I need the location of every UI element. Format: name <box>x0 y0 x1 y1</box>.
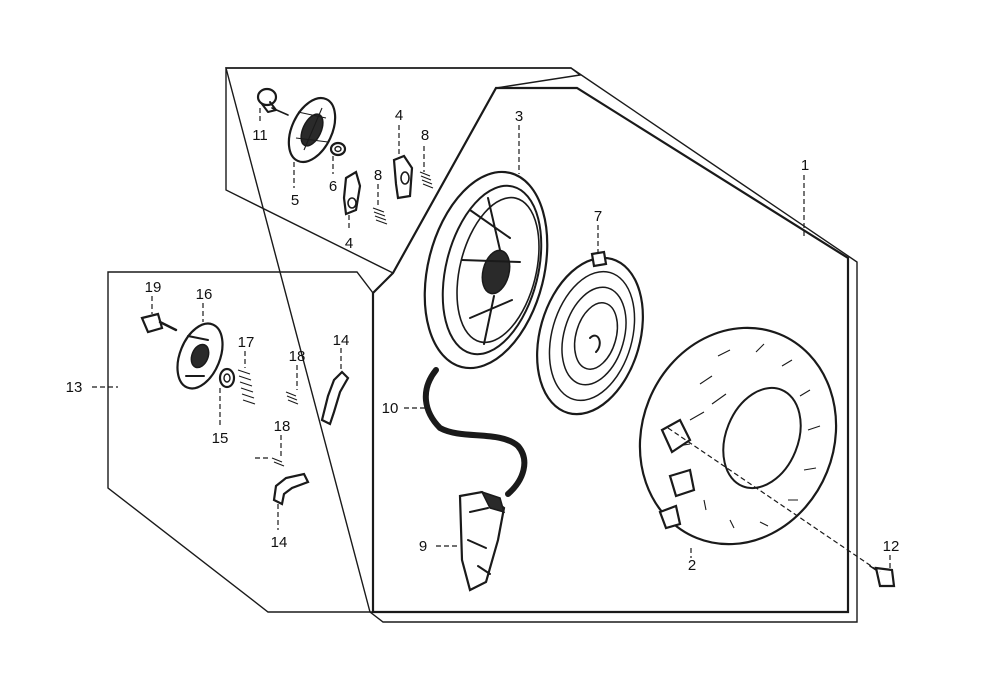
callout-15: 15 <box>212 430 229 447</box>
callout-4-lower: 4 <box>345 235 353 252</box>
callout-14-upper: 14 <box>333 332 350 349</box>
callout-16: 16 <box>196 286 213 303</box>
guide-part-14-lower <box>272 472 310 506</box>
callout-10: 10 <box>382 400 399 417</box>
callout-6: 6 <box>329 178 337 195</box>
callout-3: 3 <box>515 108 523 125</box>
callout-8-lower: 8 <box>374 167 382 184</box>
callout-9: 9 <box>419 538 427 555</box>
callout-5: 5 <box>291 192 299 209</box>
callout-1: 1 <box>801 157 809 174</box>
callout-14-lower: 14 <box>271 534 288 551</box>
leader-lines <box>92 108 891 573</box>
washer-part-15 <box>218 367 236 389</box>
bolt-part-11 <box>256 87 289 116</box>
spring-part-17 <box>237 369 256 405</box>
pawl-part-4-lower <box>342 170 362 216</box>
callout-7: 7 <box>594 208 602 225</box>
spring-part-18-lower <box>271 457 285 467</box>
callout-8-upper: 8 <box>421 127 429 144</box>
callout-2: 2 <box>688 557 696 574</box>
starter-case-part-2 <box>638 326 838 546</box>
callout-18-upper: 18 <box>289 348 306 365</box>
recoil-spring-part-7 <box>536 250 644 416</box>
callout-labels: 1 2 3 4 4 5 6 7 8 8 9 10 11 12 13 14 14 … <box>66 107 900 574</box>
spring-part-18-upper <box>285 391 299 405</box>
spring-part-8-lower <box>372 207 388 225</box>
plate-part-5 <box>287 96 337 164</box>
subassembly-frame-13 <box>107 271 374 613</box>
callout-4-upper: 4 <box>395 107 403 124</box>
spring-part-8-upper <box>419 171 434 189</box>
subassembly-frame-top <box>225 67 582 274</box>
callout-17: 17 <box>238 334 255 351</box>
bolt-part-12 <box>869 565 896 588</box>
washer-part-6 <box>329 141 347 157</box>
bolt-part-19 <box>140 312 178 334</box>
callout-18-lower: 18 <box>274 418 291 435</box>
callout-19: 19 <box>145 279 162 296</box>
starter-handle-part-9 <box>458 490 506 592</box>
ratchet-part-16 <box>176 322 224 390</box>
pawl-part-4-upper <box>392 154 414 200</box>
callout-12: 12 <box>883 538 900 555</box>
callout-13: 13 <box>66 379 83 396</box>
reel-part-3 <box>423 170 549 370</box>
callout-11: 11 <box>252 127 268 144</box>
guide-part-14-upper <box>320 370 350 426</box>
starter-rope-part-10 <box>422 367 528 497</box>
